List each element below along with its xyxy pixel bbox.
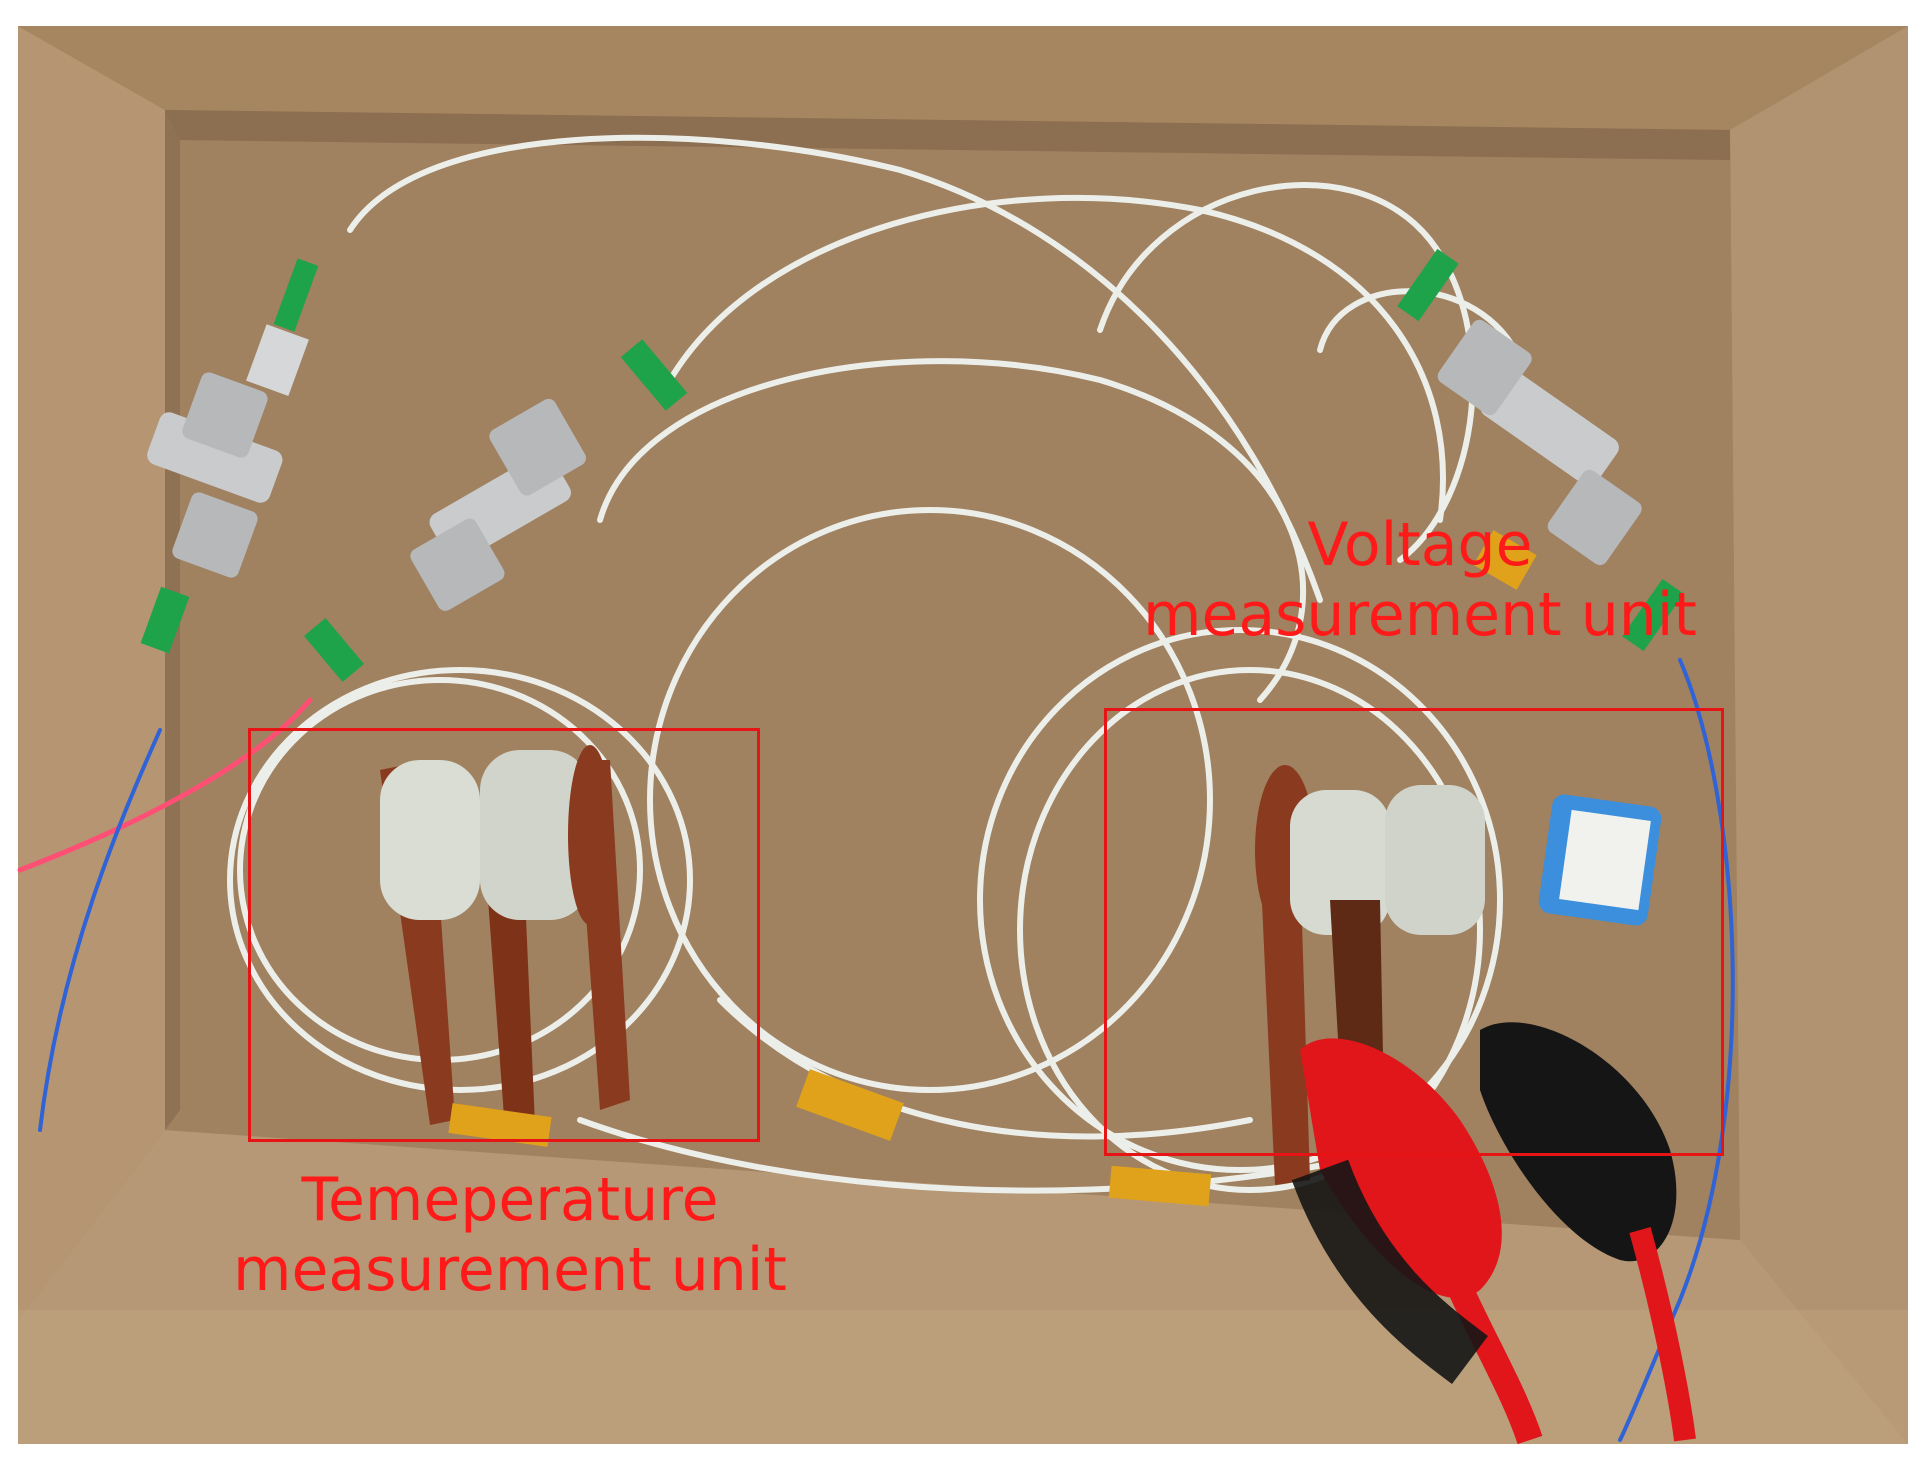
temperature-label-line1: Temeperature xyxy=(301,1165,719,1235)
colored-wires xyxy=(17,658,1735,1442)
fiber-connector-middle xyxy=(303,339,688,682)
fiber-connector-left xyxy=(140,258,319,654)
temperature-label-line2: measurement unit xyxy=(233,1235,787,1305)
fiber-connector-right xyxy=(1397,248,1684,652)
id-tag xyxy=(1538,794,1662,926)
voltage-label: Voltage measurement unit xyxy=(1100,510,1740,650)
temperature-label: Temeperature measurement unit xyxy=(190,1165,830,1305)
voltage-label-line1: Voltage xyxy=(1307,510,1533,580)
kapton-tapes xyxy=(796,530,1537,1207)
voltage-label-line2: measurement unit xyxy=(1143,580,1697,650)
temperature-sensor xyxy=(380,745,630,1147)
voltage-sensor xyxy=(1255,765,1485,1185)
optical-fibers xyxy=(227,134,1523,1194)
alligator-clips xyxy=(1291,1022,1696,1445)
voltage-unit-box xyxy=(1104,708,1724,1156)
temperature-unit-box xyxy=(248,728,760,1142)
